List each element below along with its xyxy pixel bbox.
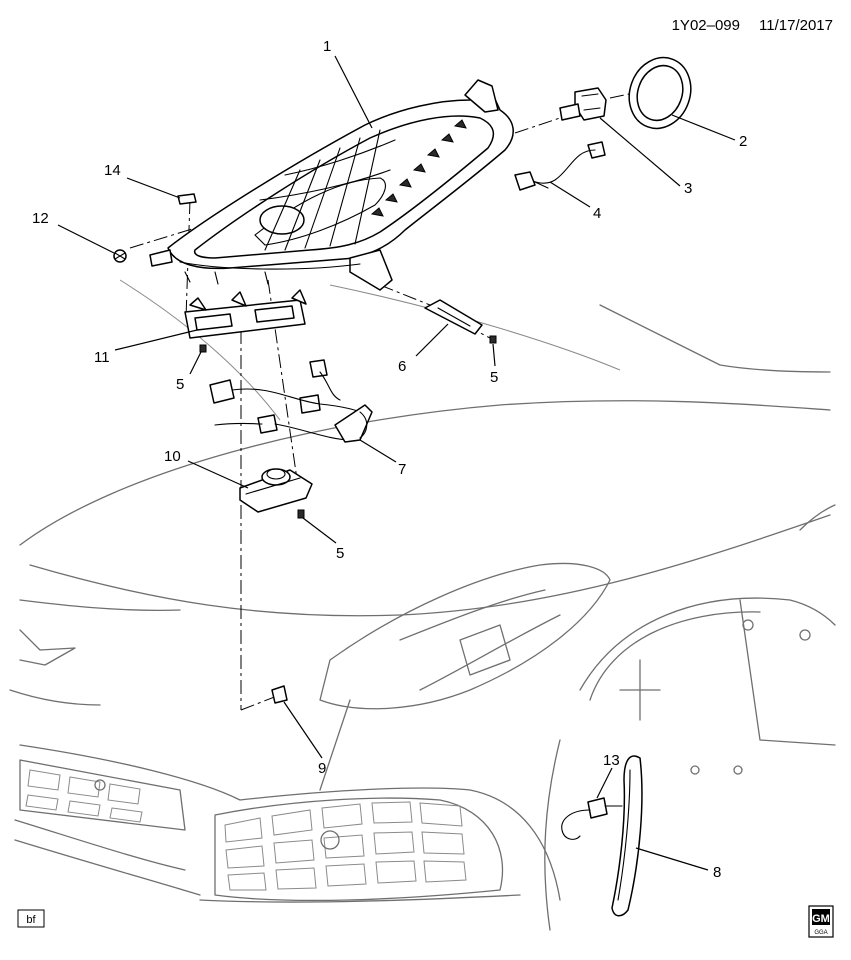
diagram-header: 1Y02–099 11/17/2017 [672,17,833,34]
leader-lines [57,55,736,871]
gm-logo: GM GGA [808,905,834,938]
lower-bracket [184,289,307,339]
headlamp-cap-seal [628,56,692,130]
callout-11: 11 [94,349,110,366]
callout-13: 13 [603,752,620,769]
left-grille [19,759,186,831]
callout-5-c: 5 [336,545,344,562]
callout-labels: 1 2 3 4 5 5 5 6 7 8 9 10 11 12 13 14 [32,38,747,881]
callout-3: 3 [684,180,692,197]
callout-1: 1 [323,38,331,55]
callout-5-a: 5 [176,376,184,393]
diagram-date: 11/17/2017 [759,17,833,34]
ballast-module [239,468,313,513]
footer-box-label: bf [26,914,36,926]
callout-4: 4 [593,205,601,222]
retainer-clip [271,685,288,704]
lamp-pigtail [514,141,606,191]
vehicle-background [9,279,836,931]
trim-strip [424,299,483,335]
callout-2: 2 [739,133,747,150]
diagram-id: 1Y02–099 [672,17,740,34]
gm-logo-text: GM [812,913,830,925]
wiring-harness [209,359,373,443]
callout-14: 14 [104,162,121,179]
gm-logo-subtext: GGA [814,930,827,936]
callout-5-b: 5 [490,369,498,386]
callout-7: 7 [398,461,406,478]
callout-8: 8 [713,864,721,881]
bulb-igniter [559,87,607,121]
side-marker-lamp [561,755,643,917]
callout-9: 9 [318,760,326,777]
footer-box [17,909,45,928]
headlamp-assembly [149,79,514,291]
fasteners [199,335,497,519]
label-part [177,193,197,205]
center-grille [214,797,504,902]
footer: bf GM GGA [17,905,834,938]
callout-10: 10 [164,448,181,465]
callout-6: 6 [398,358,406,375]
callout-12: 12 [32,210,49,227]
bolt [113,249,127,263]
